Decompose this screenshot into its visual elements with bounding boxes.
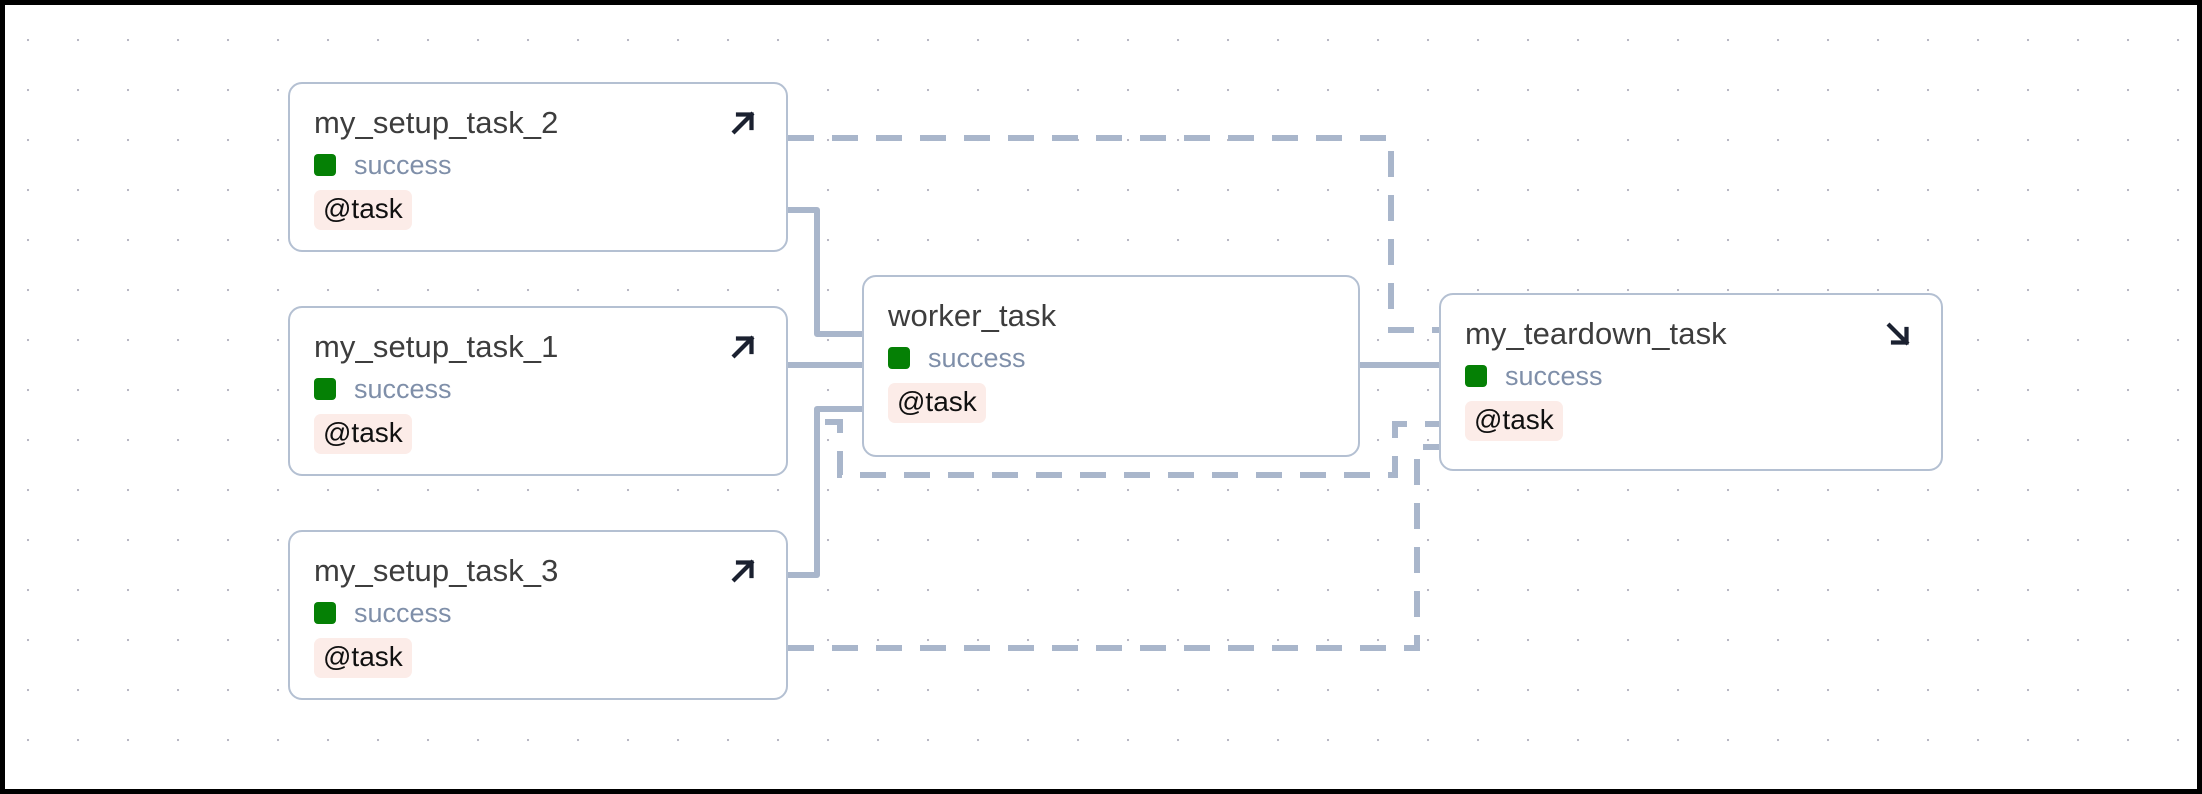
node-status: success (888, 343, 1334, 373)
status-swatch-icon (314, 154, 336, 176)
node-status: success (314, 374, 762, 404)
dag-node-my-teardown-task[interactable]: my_teardown_task success @task (1439, 293, 1943, 471)
arrow-down-right-icon (1881, 317, 1915, 351)
node-status-label: success (354, 598, 452, 628)
node-type-badge: @task (314, 414, 412, 454)
edge-setup3-to-teardown (788, 444, 1439, 651)
arrow-up-right-icon (726, 106, 760, 140)
edge-setup2-to-worker (788, 207, 862, 337)
node-status-label: success (1505, 361, 1603, 391)
node-status-label: success (354, 150, 452, 180)
node-status: success (314, 150, 762, 180)
arrow-up-right-icon (726, 330, 760, 364)
node-type-badge: @task (314, 638, 412, 678)
node-title: my_setup_task_1 (314, 329, 559, 364)
status-swatch-icon (1465, 365, 1487, 387)
arrow-up-right-icon (726, 554, 760, 588)
node-title: my_teardown_task (1465, 316, 1727, 351)
status-swatch-icon (314, 602, 336, 624)
node-title: my_setup_task_3 (314, 553, 559, 588)
node-title: my_setup_task_2 (314, 105, 559, 140)
status-swatch-icon (888, 347, 910, 369)
node-type-badge: @task (888, 383, 986, 423)
node-status-label: success (928, 343, 1026, 373)
edge-layer (788, 135, 1439, 651)
node-type-badge: @task (314, 190, 412, 230)
edge-setup3-to-worker (788, 406, 862, 578)
status-swatch-icon (314, 378, 336, 400)
dag-node-my-setup-task-2[interactable]: my_setup_task_2 success @task (288, 82, 788, 252)
node-status: success (314, 598, 762, 628)
dag-node-my-setup-task-1[interactable]: my_setup_task_1 success @task (288, 306, 788, 476)
node-status: success (1465, 361, 1917, 391)
dag-node-worker-task[interactable]: worker_task success @task (862, 275, 1360, 457)
node-type-badge: @task (1465, 401, 1563, 441)
edge-setup1-to-teardown (825, 419, 1439, 478)
node-title: worker_task (888, 298, 1057, 333)
node-status-label: success (354, 374, 452, 404)
dag-node-my-setup-task-3[interactable]: my_setup_task_3 success @task (288, 530, 788, 700)
